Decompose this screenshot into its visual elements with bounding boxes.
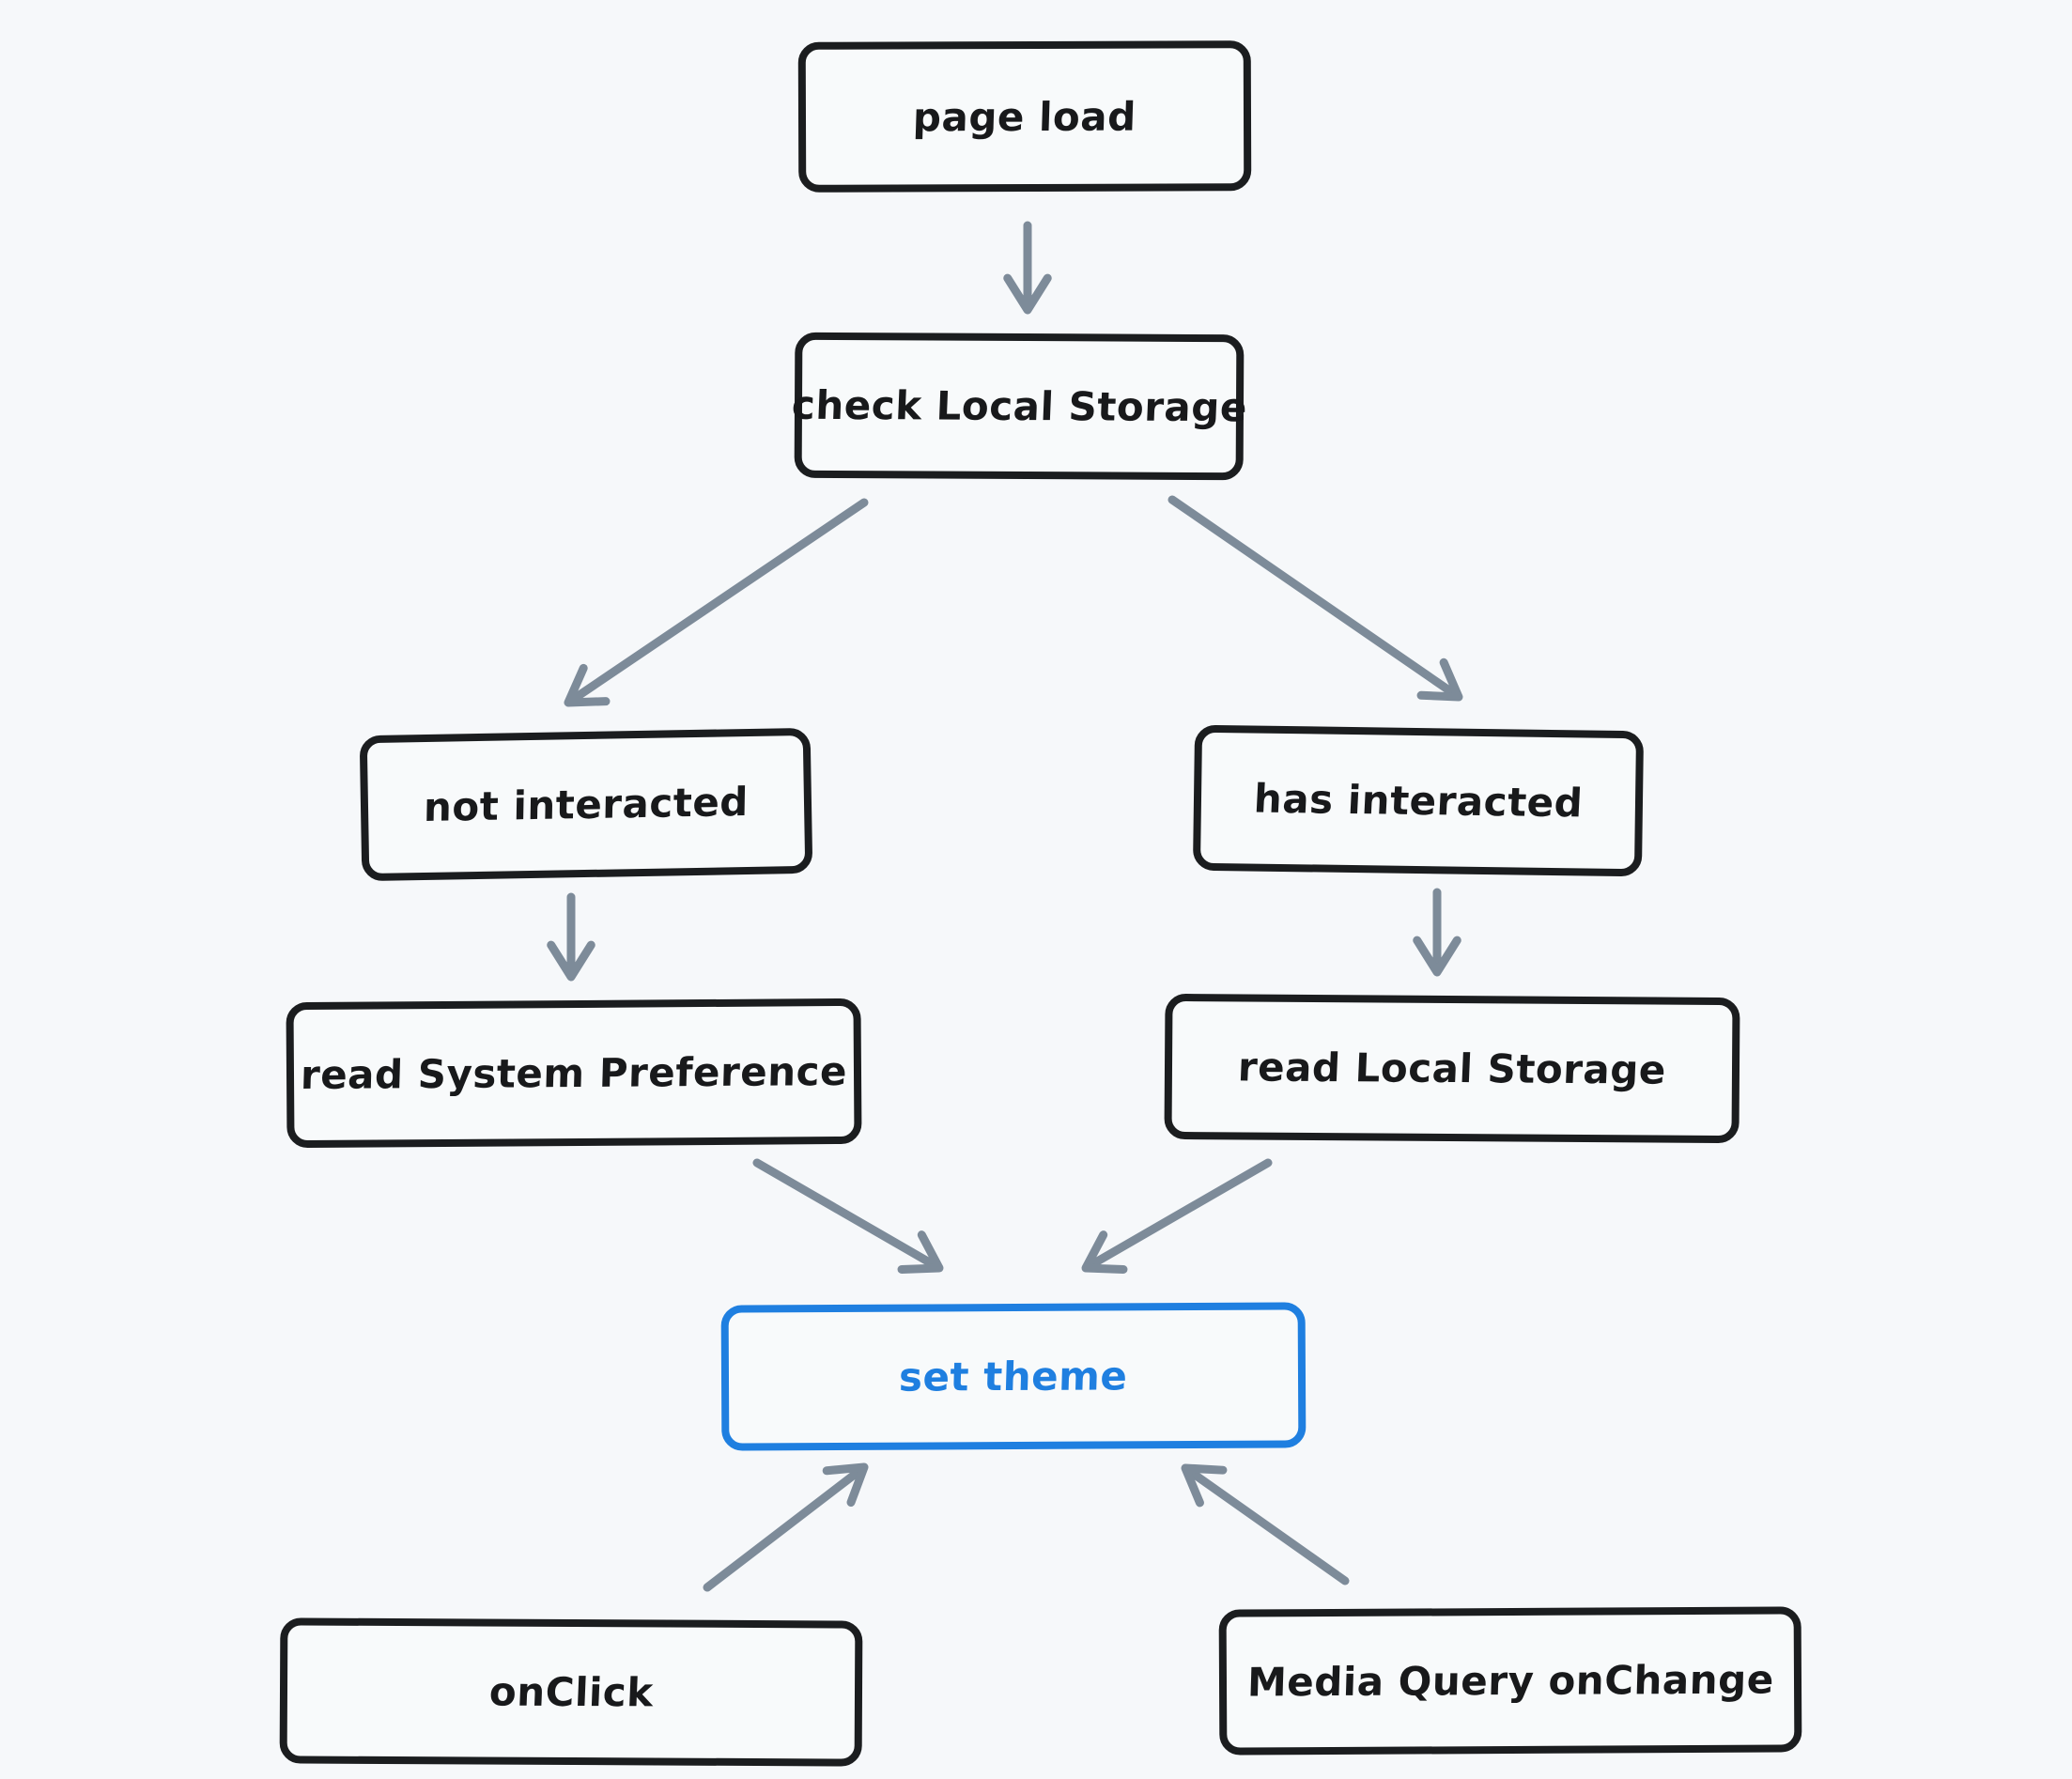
node-read-local-storage[interactable]: read Local Storage (1164, 993, 1740, 1144)
node-label: has interacted (1252, 775, 1585, 827)
node-label: Media Query onChange (1245, 1656, 1775, 1706)
node-set-theme[interactable]: set theme (720, 1302, 1307, 1451)
edge-on-click-to-set-theme (703, 1462, 869, 1592)
node-label: not interacted (423, 778, 750, 831)
node-on-click[interactable]: onClick (279, 1617, 863, 1767)
node-media-query[interactable]: Media Query onChange (1218, 1606, 1802, 1756)
node-page-load[interactable]: page load (797, 40, 1252, 193)
node-has-interacted[interactable]: has interacted (1192, 724, 1645, 877)
node-label: read System Preference (300, 1047, 848, 1099)
edge-not-interacted-to-sys (547, 892, 595, 982)
node-label: set theme (898, 1353, 1129, 1400)
node-label: onClick (487, 1668, 655, 1716)
node-label: page load (912, 93, 1137, 140)
edge-has-interacted-to-local (1413, 888, 1461, 977)
edge-sys-pref-to-set-theme (752, 1158, 944, 1274)
node-check-local-storage[interactable]: check Local Storage (791, 332, 1247, 481)
edge-local-storage-to-set-theme (1081, 1158, 1273, 1274)
edge-page-load-to-check (1003, 221, 1052, 315)
node-label: read Local Storage (1237, 1044, 1667, 1093)
node-read-system-pref[interactable]: read System Preference (286, 998, 862, 1149)
edge-check-to-has-interacted (1167, 495, 1463, 702)
edge-check-to-not-interacted (564, 498, 869, 707)
node-not-interacted[interactable]: not interacted (359, 727, 813, 882)
node-label: check Local Storage (790, 381, 1248, 431)
edge-media-query-to-set-theme (1181, 1463, 1350, 1586)
